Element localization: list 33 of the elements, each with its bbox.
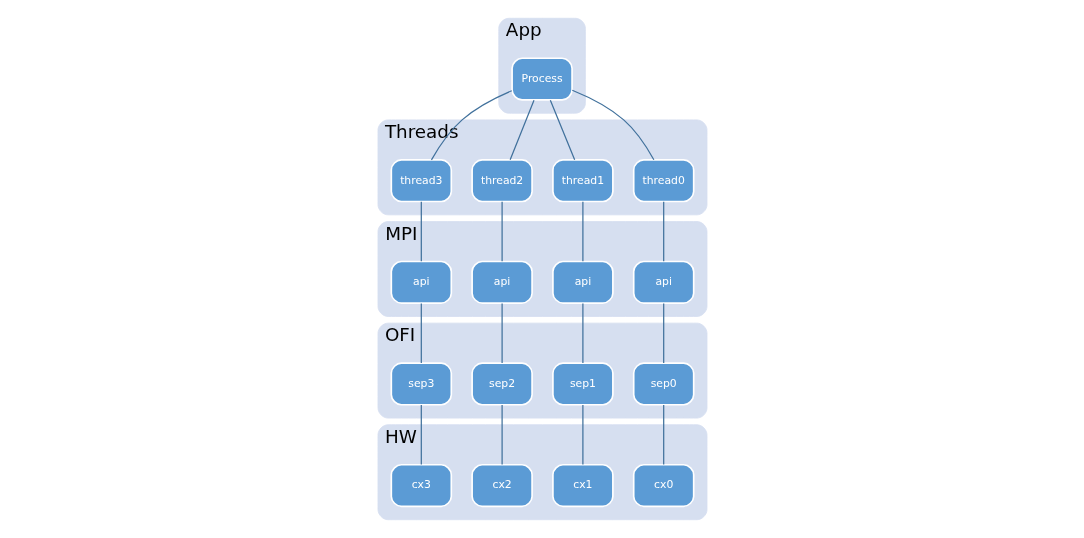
connector	[420, 302, 422, 364]
node-box: thread3	[390, 159, 452, 203]
node-box: thread1	[551, 159, 614, 203]
node-box: cx1	[551, 463, 614, 508]
node-box: cx3	[390, 463, 452, 508]
connector	[430, 90, 512, 161]
node-box: sep0	[632, 362, 694, 406]
node-box: cx0	[632, 463, 694, 508]
node-box: api	[551, 260, 614, 304]
connector	[571, 89, 654, 161]
connector	[500, 201, 503, 262]
node-box: api	[632, 260, 694, 304]
connector	[509, 99, 535, 161]
connector	[581, 302, 584, 364]
node-box: sep2	[470, 362, 533, 406]
connector	[500, 302, 503, 364]
connector	[662, 302, 664, 364]
node-box: api	[470, 260, 533, 304]
node-box: thread2	[470, 159, 533, 203]
node-box: sep3	[390, 362, 452, 406]
connector	[549, 99, 575, 161]
node-box: api	[390, 260, 452, 304]
connector	[662, 404, 664, 466]
connector	[581, 201, 584, 262]
connector	[500, 404, 503, 466]
connector	[420, 404, 422, 466]
connector	[581, 404, 584, 466]
node-box: cx2	[470, 463, 533, 508]
node-box: thread0	[632, 159, 694, 203]
connector	[420, 201, 422, 262]
node-box: Process	[510, 57, 573, 101]
node-box: sep1	[551, 362, 614, 406]
connector	[662, 201, 664, 262]
